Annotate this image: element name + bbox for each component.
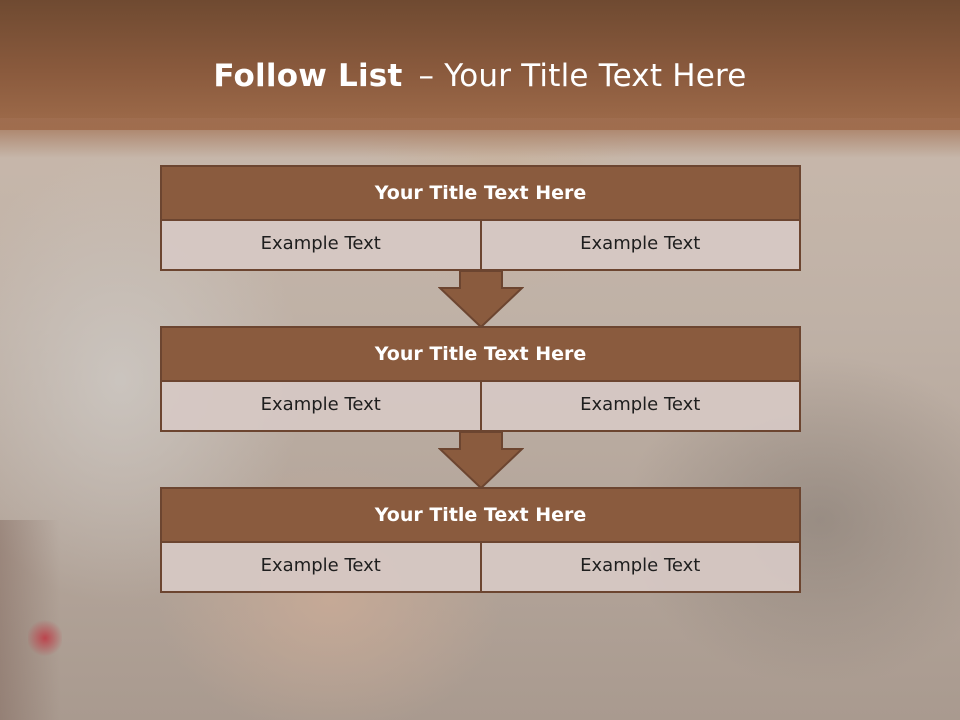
header-band — [0, 0, 960, 130]
list-block-3: Your Title Text Here Example Text Exampl… — [160, 487, 801, 593]
block-row: Example Text Example Text — [160, 543, 801, 593]
block-title: Your Title Text Here — [160, 487, 801, 543]
down-arrow-icon — [438, 431, 524, 489]
page-title: Follow List–Your Title Text Here — [0, 56, 960, 96]
list-block-2: Your Title Text Here Example Text Exampl… — [160, 326, 801, 432]
background-detail — [28, 618, 62, 658]
block-row: Example Text Example Text — [160, 221, 801, 271]
block-cell-right: Example Text — [479, 543, 801, 593]
page-title-dash: – — [418, 58, 435, 94]
list-block-1: Your Title Text Here Example Text Exampl… — [160, 165, 801, 271]
down-arrow-icon — [438, 270, 524, 328]
block-title: Your Title Text Here — [160, 165, 801, 221]
page-title-rest: Your Title Text Here — [444, 58, 747, 94]
page-title-bold: Follow List — [213, 58, 403, 94]
block-row: Example Text Example Text — [160, 382, 801, 432]
block-cell-right: Example Text — [479, 221, 801, 271]
block-cell-left: Example Text — [160, 543, 482, 593]
header-fade — [0, 118, 960, 158]
block-cell-left: Example Text — [160, 382, 482, 432]
block-title: Your Title Text Here — [160, 326, 801, 382]
block-cell-left: Example Text — [160, 221, 482, 271]
block-cell-right: Example Text — [479, 382, 801, 432]
